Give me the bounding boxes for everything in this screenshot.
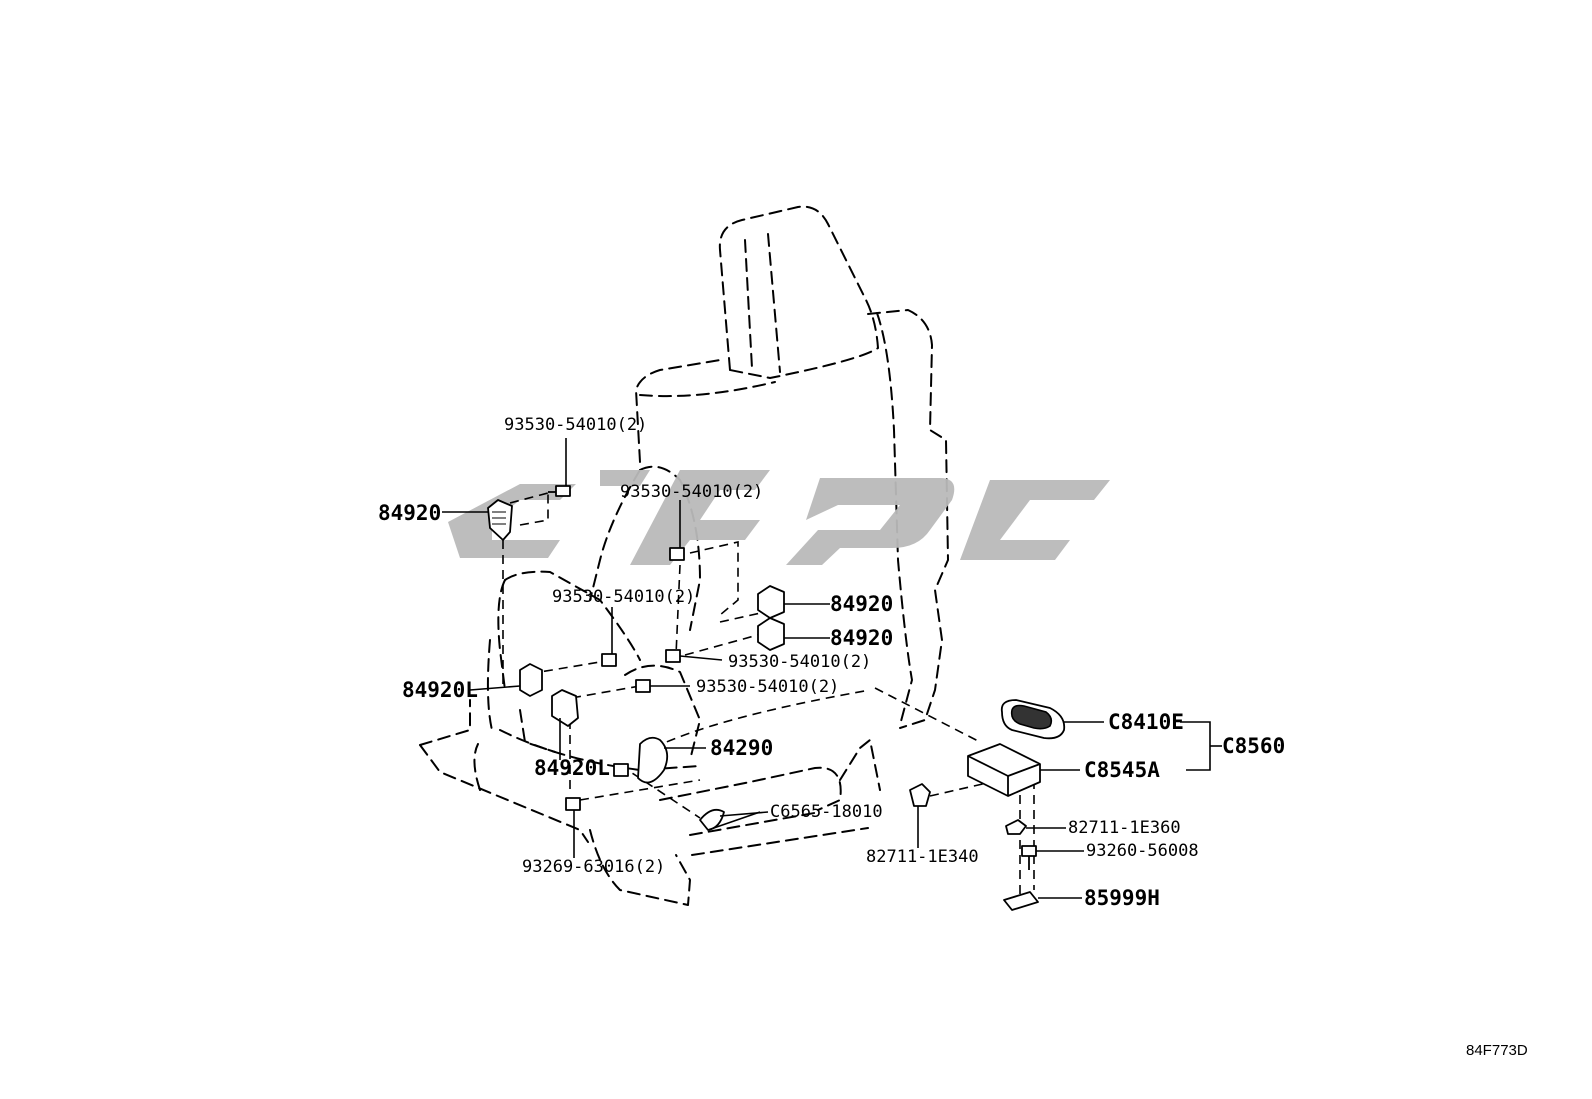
bolt-lower-right-icon — [665, 649, 681, 663]
label-c8560[interactable]: C8560 — [1222, 734, 1285, 758]
label-93260[interactable]: 93260-56008 — [1086, 841, 1199, 861]
clip-84920-right-upper-icon — [757, 585, 785, 619]
label-c8545a[interactable]: C8545A — [1084, 758, 1160, 782]
leader-lines — [442, 438, 1222, 899]
watermark-logo — [448, 470, 1110, 565]
label-93530-mid-right[interactable]: 93530-54010(2) — [620, 482, 763, 502]
label-82711-1e340[interactable]: 82711-1E340 — [866, 847, 979, 867]
bolt-mid-left-icon — [601, 653, 617, 667]
label-84290[interactable]: 84290 — [710, 736, 773, 760]
clip-82711-1e360-icon — [1005, 819, 1027, 835]
bracket-85999h-icon — [1003, 891, 1039, 911]
label-84920L-upper[interactable]: 84920L — [402, 678, 478, 702]
label-84920-right-lower[interactable]: 84920 — [830, 626, 893, 650]
part-labels: 84920 93530-54010(2) 93530-54010(2) 9353… — [378, 415, 1528, 1059]
label-c8410e[interactable]: C8410E — [1108, 710, 1184, 734]
module-c8545a-icon — [967, 743, 1041, 797]
part-drawings — [487, 485, 1066, 911]
bolt-93269-icon — [565, 797, 581, 811]
label-93530-lower-right[interactable]: 93530-54010(2) — [728, 652, 871, 672]
figure-id: 84F773D — [1466, 1042, 1528, 1059]
label-84920-left[interactable]: 84920 — [378, 501, 441, 525]
label-93530-mid-left[interactable]: 93530-54010(2) — [552, 587, 695, 607]
label-c6565[interactable]: C6565-18010 — [770, 802, 883, 822]
clip-82711-1e340-icon — [909, 783, 931, 807]
label-82711-1e360[interactable]: 82711-1E360 — [1068, 818, 1181, 838]
bolt-top-icon — [548, 485, 571, 497]
bolt-bottom-icon — [635, 679, 651, 693]
clamp-c6565-icon — [699, 808, 725, 831]
clip-84920-right-lower-icon — [757, 617, 785, 651]
label-93530-bottom[interactable]: 93530-54010(2) — [696, 677, 839, 697]
label-93530-top[interactable]: 93530-54010(2) — [504, 415, 647, 435]
seat-outline — [419, 205, 949, 906]
bolt-mid-right-icon — [669, 547, 685, 561]
label-84920L-lower[interactable]: 84920L — [534, 756, 610, 780]
smart-key-icon — [1000, 699, 1066, 740]
clip-84920-left-icon — [487, 499, 513, 541]
label-93269[interactable]: 93269-63016(2) — [522, 857, 665, 877]
clip-84920L-upper-icon — [519, 663, 543, 697]
label-84920-right-upper[interactable]: 84920 — [830, 592, 893, 616]
clip-84920L-lower-icon — [551, 689, 579, 727]
cover-84290-icon — [637, 736, 669, 784]
label-85999h[interactable]: 85999H — [1084, 886, 1160, 910]
